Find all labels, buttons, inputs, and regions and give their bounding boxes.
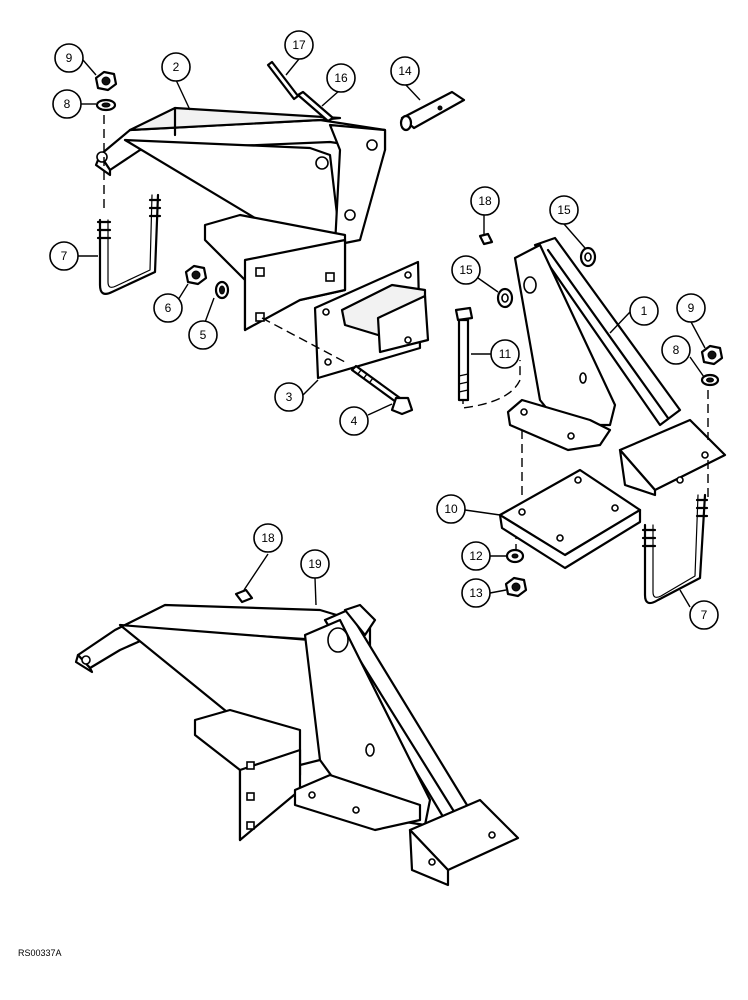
svg-text:13: 13 [469,586,483,600]
svg-text:8: 8 [673,343,680,357]
svg-text:7: 7 [701,608,708,622]
lock-washer-upper-left [95,98,117,112]
flat-washer-15-lower [496,287,514,309]
callout-4: 4 [339,406,369,436]
svg-text:16: 16 [334,71,348,85]
callout-9-upper: 9 [54,43,84,73]
svg-text:11: 11 [499,347,512,361]
svg-text:18: 18 [261,531,275,545]
callout-18-right: 18 [470,186,500,216]
svg-text:14: 14 [398,64,412,78]
callout-19: 19 [300,549,330,579]
callout-16: 16 [326,63,356,93]
callout-1: 1 [629,296,659,326]
u-bolt-right [641,493,709,605]
svg-text:12: 12 [469,549,483,563]
nut-upper-left [94,70,118,92]
callout-13: 13 [461,578,491,608]
bolt-11 [454,306,474,402]
callout-15-lower: 15 [451,255,481,285]
callout-8-upper: 8 [52,89,82,119]
svg-text:1: 1 [641,304,648,318]
svg-text:8: 8 [64,97,71,111]
svg-text:7: 7 [61,249,68,263]
drawing-reference-code: RS00337A [18,948,62,958]
svg-text:2: 2 [173,60,180,74]
callout-12: 12 [461,541,491,571]
nut-right [700,344,724,366]
callout-6: 6 [153,293,183,323]
svg-text:3: 3 [286,390,293,404]
svg-text:18: 18 [478,194,492,208]
grease-fitting-bottom [234,588,254,604]
svg-text:5: 5 [200,328,207,342]
callout-7-right: 7 [689,600,719,630]
callout-11: 11 [490,339,520,369]
lock-washer-12 [505,548,525,564]
svg-text:9: 9 [66,51,73,65]
grease-fitting-right [478,232,494,246]
callout-17: 17 [284,30,314,60]
svg-text:15: 15 [459,263,473,277]
callout-18-bottom: 18 [253,523,283,553]
svg-text:4: 4 [351,414,358,428]
svg-text:15: 15 [557,203,571,217]
svg-text:19: 19 [308,557,322,571]
callout-8-right: 8 [661,335,691,365]
mounting-bracket-top-left [94,106,387,332]
nut-13 [504,576,528,598]
bolt-4 [350,364,414,416]
callout-2: 2 [161,52,191,82]
roll-pin-16 [296,90,335,123]
support-bracket-right [462,236,727,560]
lock-washer-right [700,373,720,387]
callout-7-left: 7 [49,241,79,271]
adapter-plate-3 [261,260,430,380]
lock-washer-5 [214,280,230,300]
svg-text:9: 9 [688,301,695,315]
u-bolt-left [96,115,162,295]
callout-9-right: 9 [676,293,706,323]
svg-text:10: 10 [444,502,458,516]
nut-6 [184,264,208,286]
spacer-plate-10 [498,468,642,570]
callout-5: 5 [188,320,218,350]
callout-14: 14 [390,56,420,86]
svg-text:17: 17 [292,38,306,52]
callout-15-upper: 15 [549,195,579,225]
roll-pin-17 [266,60,300,101]
complete-bracket-assembly [74,603,520,887]
pivot-pin-14 [399,90,466,132]
callout-10: 10 [436,494,466,524]
svg-text:6: 6 [165,301,172,315]
flat-washer-15-upper [579,246,597,268]
callout-3: 3 [274,382,304,412]
